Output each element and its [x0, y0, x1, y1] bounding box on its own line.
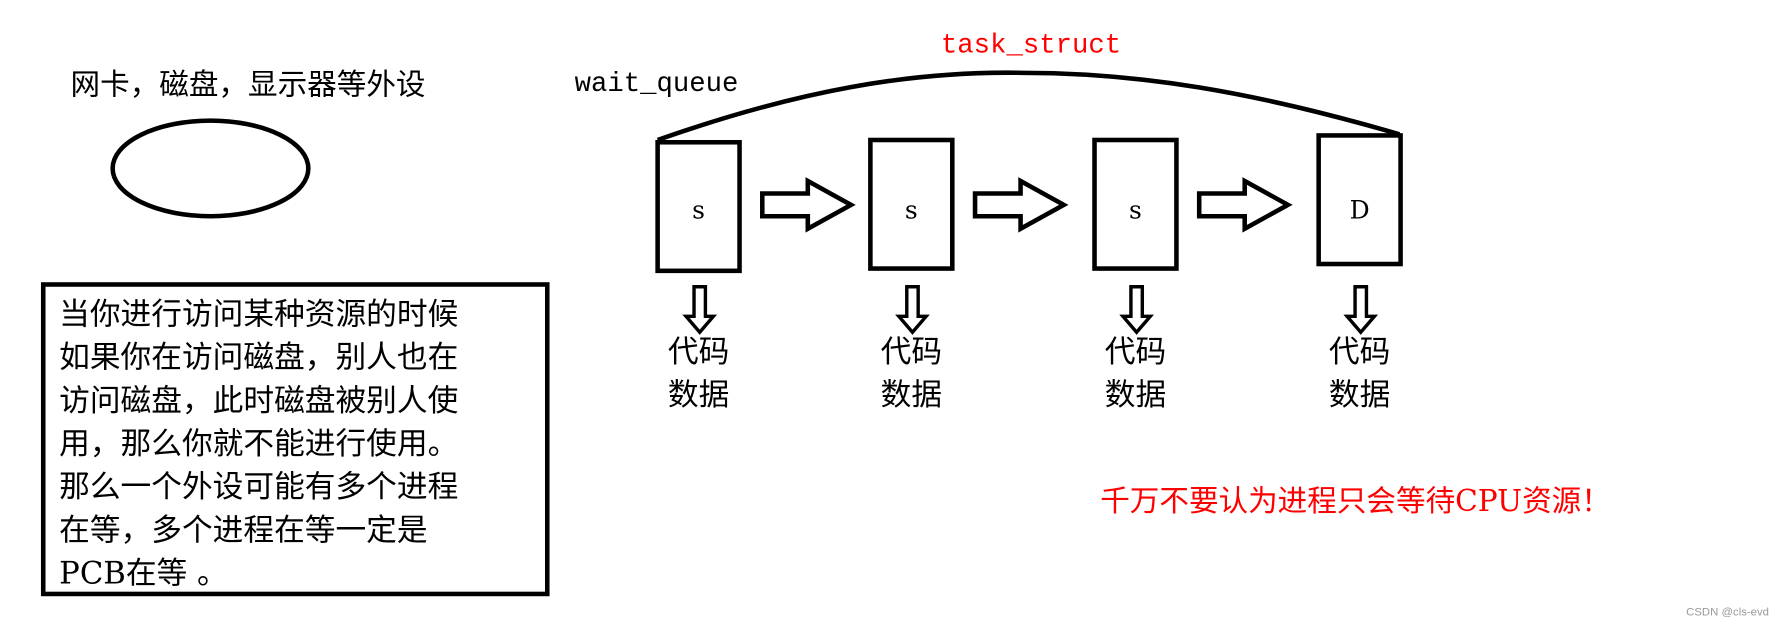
explanation-line: 如果你在访问磁盘，别人也在 — [59, 340, 458, 376]
process-code-label: 代码 — [668, 334, 729, 370]
right-arrow-icon — [760, 177, 856, 233]
explanation-line: 当你进行访问某种资源的时候 — [59, 296, 458, 332]
process-data-label: 数据 — [881, 377, 942, 413]
task-struct-label: task_struct — [941, 30, 1121, 61]
process-box — [868, 137, 955, 271]
explanation-box — [40, 282, 550, 597]
process-state: D — [1350, 195, 1370, 224]
explanation-line: 用，那么你就不能进行使用。 — [59, 426, 458, 462]
peripheral-device-ellipse — [110, 118, 311, 219]
process-data-label: 数据 — [1329, 377, 1390, 413]
process-state: s — [905, 195, 918, 224]
down-arrow-icon — [1119, 285, 1154, 335]
down-arrow-icon — [895, 285, 930, 335]
task-struct-brace — [656, 70, 1401, 143]
wait-queue-label: wait_queue — [575, 69, 739, 100]
process-box — [655, 139, 742, 274]
process-code-label: 代码 — [1105, 334, 1166, 370]
down-arrow-icon — [1343, 285, 1379, 335]
right-arrow-icon — [972, 177, 1069, 233]
process-state: s — [1129, 195, 1142, 224]
process-code-label: 代码 — [1329, 334, 1390, 370]
process-code-label: 代码 — [881, 334, 942, 370]
down-arrow-icon — [682, 285, 718, 335]
watermark: CSDN @cls-evd — [1686, 607, 1769, 619]
process-box — [1316, 133, 1403, 267]
explanation-line: 访问磁盘，此时磁盘被别人使 — [59, 383, 458, 419]
explanation-line: PCB在等 。 — [59, 556, 228, 592]
process-data-label: 数据 — [1105, 377, 1166, 413]
warning-text: 千万不要认为进程只会等待CPU资源！ — [1100, 484, 1611, 518]
peripheral-label: 网卡，磁盘，显示器等外设 — [71, 67, 426, 101]
process-data-label: 数据 — [668, 377, 729, 413]
explanation-line: 那么一个外设可能有多个进程 — [59, 469, 458, 505]
process-state: s — [692, 195, 705, 224]
right-arrow-icon — [1196, 177, 1293, 233]
explanation-line: 在等，多个进程在等一定是 — [59, 512, 427, 548]
process-box — [1092, 137, 1179, 271]
